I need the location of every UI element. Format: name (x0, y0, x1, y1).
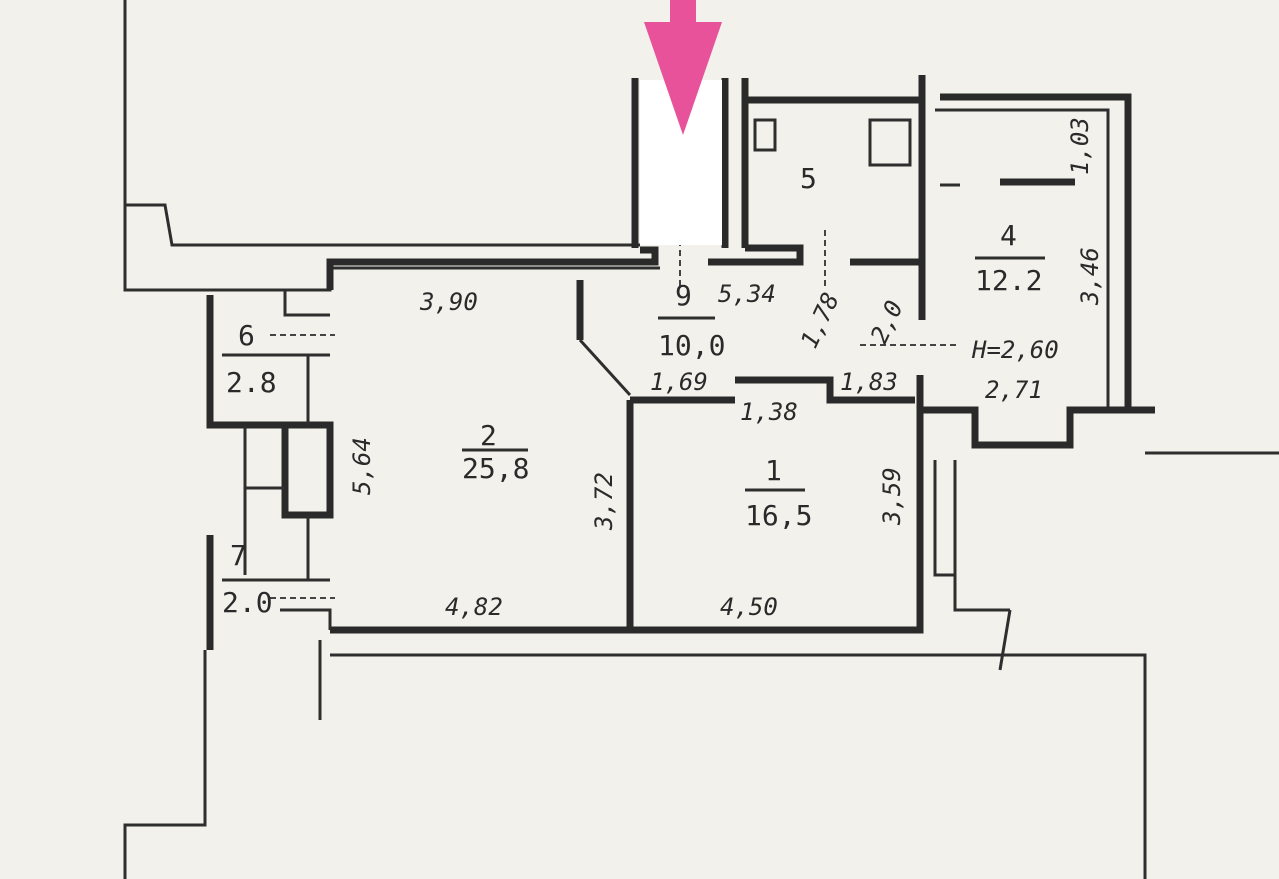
dim-room4-depth: 3,46 (1076, 247, 1104, 306)
dim-hall-length: 5,34 (718, 280, 776, 308)
arrow-down-icon (644, 0, 722, 135)
dim-hall-diag-1: 1,78 (795, 288, 845, 352)
dim-room2-bottom: 4,82 (445, 593, 503, 621)
room-2-number: 2 (480, 419, 497, 452)
dim-room4-top: 1,03 (1066, 117, 1094, 175)
room-7-number: 7 (230, 539, 247, 572)
room-4-area: 12.2 (975, 264, 1042, 297)
dim-passage-1: 1,38 (740, 398, 798, 426)
dim-room4-width: 2,71 (985, 376, 1043, 404)
room-1-number: 1 (765, 454, 782, 487)
room-4-number: 4 (1000, 219, 1017, 252)
dim-hall-diag-2: 2,0 (865, 296, 909, 347)
dim-hall-width: 1,69 (650, 368, 708, 396)
room-9-number: 9 (675, 279, 692, 312)
building-walls (123, 0, 1279, 879)
room-5-number: 5 (800, 162, 817, 195)
room-6-area: 2.8 (226, 366, 277, 399)
dim-passage-2: 1,83 (840, 368, 898, 396)
dim-room2-depth: 3,72 (590, 472, 618, 531)
room-9-area: 10,0 (658, 329, 725, 362)
dim-ceiling-height: H=2,60 (971, 336, 1059, 364)
dim-room1-depth: 3,59 (878, 467, 906, 526)
room-6-number: 6 (238, 319, 255, 352)
dim-loggia-length: 5,64 (348, 437, 376, 495)
dim-room2-top: 3,90 (419, 288, 478, 316)
room-2-area: 25,8 (462, 452, 529, 485)
room-1-area: 16,5 (745, 499, 812, 532)
room-7-area: 2.0 (222, 586, 273, 619)
dim-room1-width: 4,50 (720, 593, 778, 621)
